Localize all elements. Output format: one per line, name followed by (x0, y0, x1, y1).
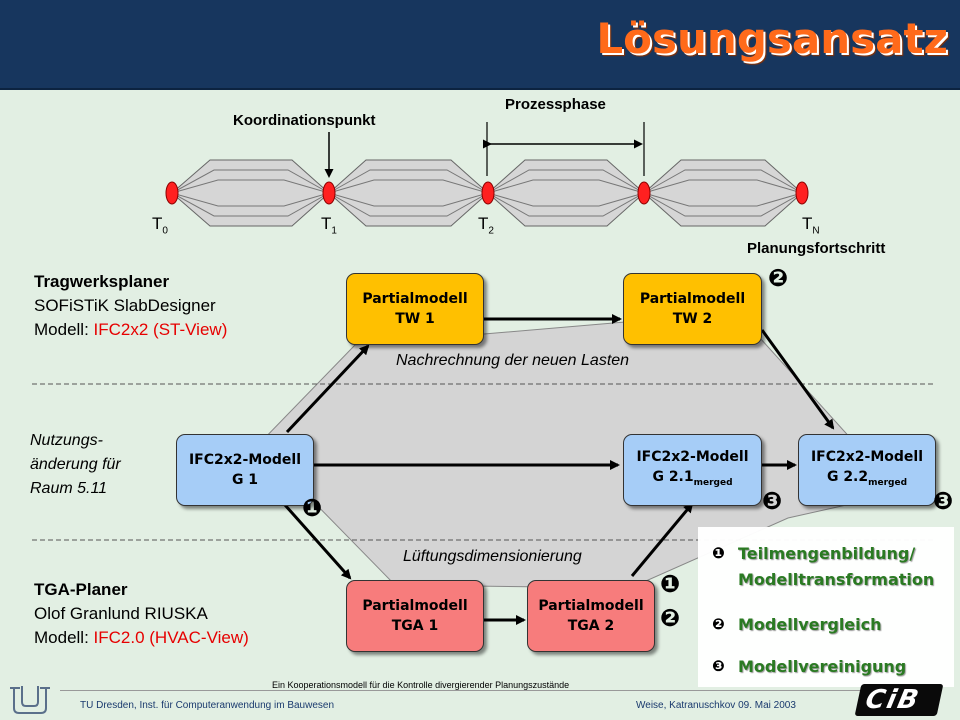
timeline-node-t0 (165, 181, 179, 205)
timeline-nodes (165, 181, 809, 205)
t0-label: T0 (152, 214, 168, 237)
marker-three-g21: ❸ (761, 487, 783, 515)
footer-right: Weise, Katranuschkov 09. Mai 2003 (636, 700, 796, 711)
t1-label: T1 (321, 214, 337, 237)
nachrechnung-label: Nachrechnung der neuen Lasten (396, 352, 630, 369)
tragwerk-software: SOFiSTiK SlabDesigner (34, 296, 216, 315)
flow-arrows (283, 314, 835, 625)
t2-label: T2 (478, 214, 494, 237)
slide-title: Lösungsansatz (596, 14, 948, 63)
marker-one-tga2: ❶ (659, 570, 681, 598)
planungsfortschritt-label: Planungsfortschritt (747, 240, 886, 257)
nutzung-line3: Raum 5.11 (30, 480, 108, 497)
header-bar (0, 0, 960, 90)
marker-one-g1: ❶ (301, 494, 323, 522)
tn-label: TN (802, 214, 820, 237)
marker-two-tw2: ❷ (767, 264, 789, 292)
nutzung-line1: Nutzungs- (30, 432, 103, 449)
legend-bullet-2: ❷ (712, 615, 725, 633)
timeline-node-t3 (637, 181, 651, 205)
prozessphase-label: Prozessphase (505, 96, 606, 113)
arrow-g1-to-tga1 (283, 504, 352, 580)
marker-two-tga2: ❷ (659, 604, 681, 632)
legend-item-1-line2: Modelltransformation (738, 570, 935, 589)
tga-title: TGA-Planer (34, 580, 128, 599)
timeline-node-t1 (322, 181, 336, 205)
arrow-tw2-to-g22 (760, 329, 835, 430)
tga-software: Olof Granlund RIUSKA (34, 604, 208, 623)
tragwerk-title: Tragwerksplaner (34, 272, 170, 291)
legend-panel (698, 527, 954, 687)
footer-divider (60, 690, 890, 691)
lueftung-label: Lüftungsdimensionierung (403, 548, 582, 565)
tga-modell: Modell: IFC2.0 (HVAC-View) (34, 628, 249, 647)
footer-left: TU Dresden, Inst. für Computeranwendung … (80, 700, 335, 711)
tragwerk-modell: Modell: IFC2x2 (ST-View) (34, 320, 228, 339)
legend-bullet-3: ❸ (712, 657, 725, 675)
cib-logo: CiB (854, 684, 944, 716)
nutzung-line2: änderung für (30, 456, 121, 473)
koordinationspunkt-label: Koordinationspunkt (233, 112, 376, 129)
tu-dresden-logo (10, 686, 50, 714)
footer-caption: Ein Kooperationsmodell für die Kontrolle… (272, 680, 570, 690)
arrow-tga2-to-g21 (630, 502, 694, 577)
legend-bullet-1: ❶ (712, 544, 725, 562)
marker-three-g22: ❸ (932, 487, 954, 515)
timeline-node-t2 (481, 181, 495, 205)
timeline-node-tn (795, 181, 809, 205)
arrow-g1-to-tw1 (285, 344, 370, 434)
